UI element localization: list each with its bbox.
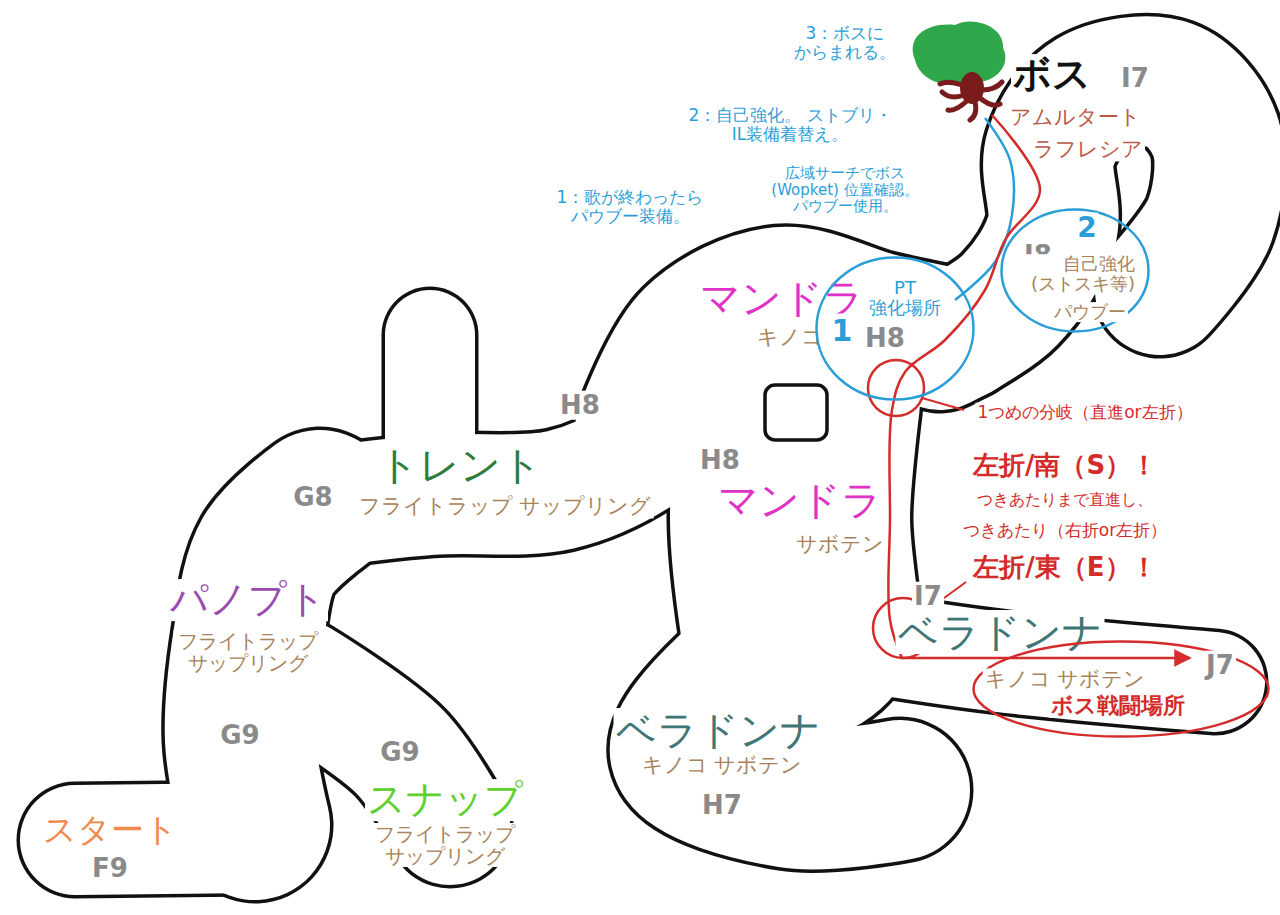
zone-label: ボス戦闘場所: [1049, 694, 1187, 718]
boss-figure: [913, 22, 1006, 120]
route-note: 1つめの分岐（直進or左折）: [975, 403, 1194, 422]
monster-name: キノコ サボテン: [640, 754, 805, 777]
route-note: 左折/南（S）！: [971, 451, 1159, 480]
grid-ref: H8: [863, 324, 907, 353]
area-monster: マンドラ: [716, 478, 884, 522]
monster-name: サボテン: [794, 533, 886, 556]
monster-name: フライトラップ サップリング: [174, 630, 323, 674]
battle-zone-ellipse: キノコ サボテン J7 ボス戦闘場所: [972, 640, 1270, 738]
area-monster: スナップ: [365, 779, 525, 821]
cave-wall: [75, 81, 1219, 840]
area-monster: トレント: [376, 443, 544, 487]
route-note: つきあたり（右折or左折）: [961, 521, 1169, 540]
cave-floor: [940, 81, 1219, 345]
monster-name: キノコ: [755, 326, 825, 349]
route-note: つきあたりまで直進し、: [975, 491, 1155, 509]
grid-ref: I7: [1119, 64, 1151, 93]
grid-ref: F9: [90, 854, 130, 883]
route-note: 左折/東（E）！: [971, 553, 1158, 582]
zone-outline: [1002, 209, 1149, 331]
zone-outline: [817, 257, 974, 399]
monster-name: ラフレシア: [1031, 138, 1145, 161]
zone-label: 自己強化 (ストスキ等): [1023, 254, 1137, 294]
grid-ref: G8: [291, 483, 334, 512]
start-label: スタート: [41, 812, 180, 848]
grid-ref: G9: [378, 738, 421, 767]
area-monster: ベラドンナ: [896, 610, 1105, 654]
boss-tentacle: [940, 82, 962, 85]
area-monster: ベラドンナ: [614, 708, 823, 752]
boss-name: ボス: [1011, 54, 1093, 96]
grid-ref: H8: [558, 391, 602, 420]
area-monster: パノプト: [168, 579, 328, 621]
blue-route: [955, 118, 1014, 300]
grid-ref: J7: [1204, 651, 1236, 680]
tree-crown: [913, 22, 1006, 85]
grid-ref: G9: [218, 721, 261, 750]
rock-island: [765, 385, 827, 440]
boss-tentacle: [982, 82, 1002, 90]
branch-marker: [868, 360, 924, 416]
cave-wall: [940, 81, 1219, 345]
monster-name: フライトラップ サップリング: [371, 823, 520, 867]
buff-zone-circle: I82自己強化 (ストスキ等)パウブー: [1000, 208, 1150, 333]
note: 3：ボスに からまれる。: [788, 24, 902, 61]
boss-tentacle: [948, 100, 968, 110]
note: 2：自己強化。 ストブリ・IL装備着替え。: [681, 106, 900, 143]
boss-tentacle: [970, 102, 976, 120]
note: 広域サーチでボス(Wopket) 位置確認。 パウブー使用。: [754, 165, 936, 215]
grid-ref: H7: [700, 791, 744, 820]
monster-name: フライトラップ サップリング: [357, 495, 654, 518]
zone-label: パウブー: [1052, 302, 1128, 322]
boss-tentacle: [942, 92, 965, 97]
zone-outline: [974, 642, 1269, 737]
zone-label: PT 強化場所: [863, 278, 947, 318]
grid-ref: I7: [912, 582, 944, 611]
monster-name: キノコ サボテン: [983, 668, 1148, 691]
cave-floor: [75, 81, 1219, 840]
monster-name: アムルタート: [1008, 106, 1143, 129]
leader-line: [922, 398, 964, 410]
grid-ref: H8: [698, 446, 742, 475]
buff-zone-circle: PT 強化場所1 H8: [815, 256, 975, 401]
note: 1：歌が終わったら パウブー装備。: [548, 188, 712, 225]
callout-number: 1: [830, 314, 855, 347]
boss-tentacle: [980, 98, 1000, 105]
callout-number: 2: [1075, 213, 1098, 244]
